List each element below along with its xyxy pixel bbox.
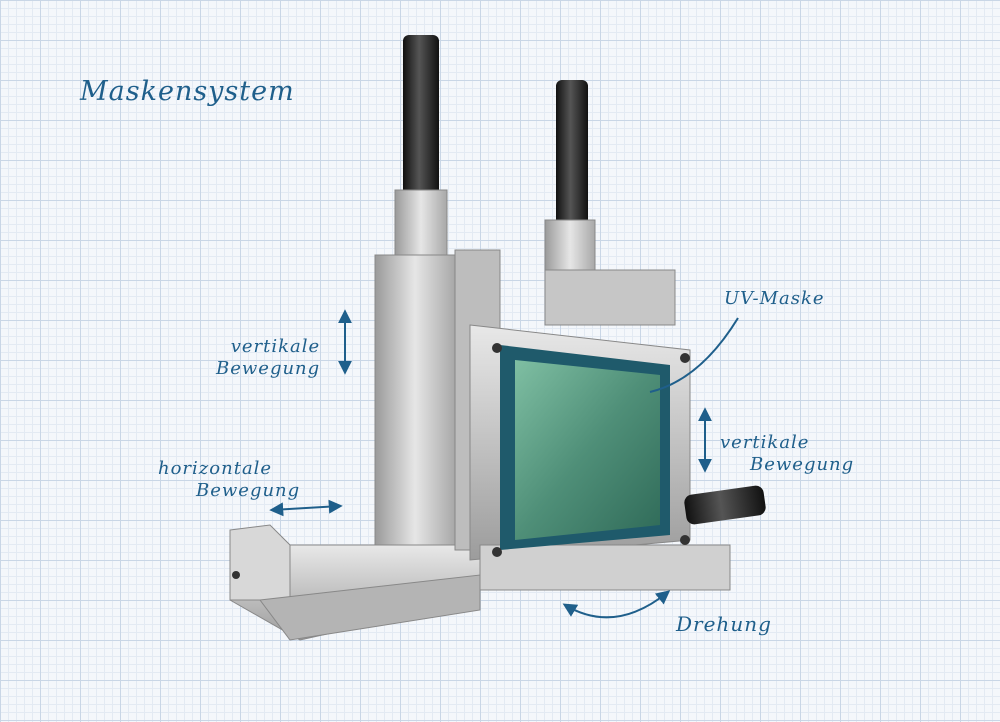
right-lift-tower (544, 80, 676, 326)
left-vertical-movement-label: vertikale Bewegung (180, 336, 320, 380)
label-line: Bewegung (196, 480, 301, 501)
label-line: horizontale (158, 458, 273, 479)
diagram-title: Maskensystem (80, 76, 295, 107)
label-line: vertikale (230, 336, 321, 357)
base-rail (229, 524, 481, 641)
right-vertical-movement-label: vertikale Bewegung (720, 432, 854, 476)
uv-mask-label: UV-Maske (724, 288, 825, 309)
label-line: vertikale (720, 432, 810, 453)
annotation-arrows (269, 309, 739, 619)
rotation-label: Drehung (676, 612, 772, 636)
label-line: Bewegung (750, 454, 855, 475)
label-line: Bewegung (216, 358, 321, 379)
horizontal-movement-label: horizontale Bewegung (158, 458, 300, 502)
mask-frame (469, 324, 731, 591)
rotation-actuator (684, 485, 766, 525)
